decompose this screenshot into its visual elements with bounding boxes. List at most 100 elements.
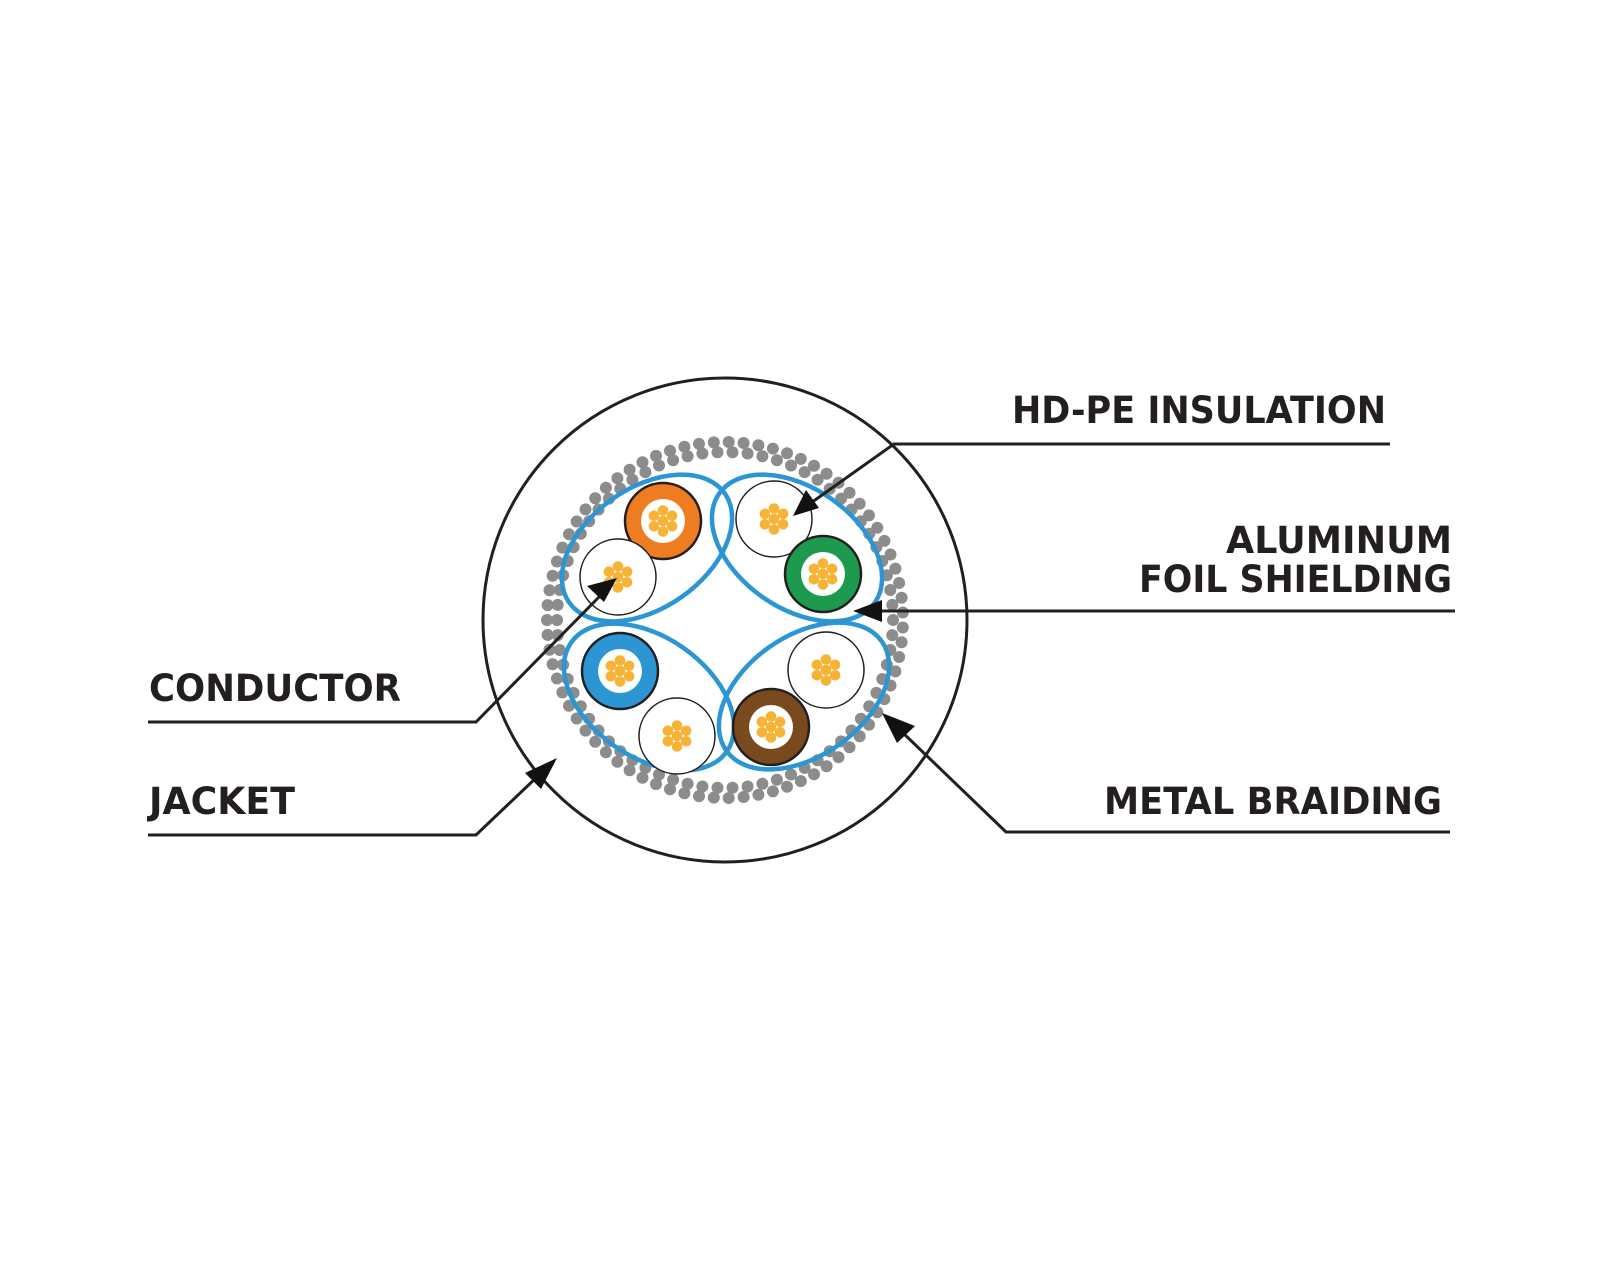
braid-strand-dot (611, 472, 624, 485)
copper-strand (759, 519, 771, 530)
braid-strand-dot (678, 787, 691, 800)
label-conductor: CONDUCTOR (149, 667, 401, 710)
braid-strand-dot (681, 777, 694, 790)
copper-strand (621, 566, 633, 578)
braid-strand-dot (550, 672, 563, 685)
braid-strand-dot (893, 651, 906, 663)
copper-strand (671, 720, 683, 731)
copper-strand (612, 561, 624, 572)
copper-strand (680, 736, 692, 747)
conductors (579, 480, 865, 775)
braid-strand-dot (543, 643, 556, 656)
braid-strand-dot (599, 746, 612, 759)
blue-insulated-conductor (580, 631, 660, 711)
braid-strand-dot (895, 591, 908, 604)
braid-strand-dot (886, 598, 899, 611)
label-aluminum-line2: FOIL SHIELDING (1139, 558, 1452, 601)
copper-strand (811, 659, 823, 671)
braid-strand-dot (667, 454, 680, 467)
braid-strand-dot (794, 775, 807, 788)
braid-strand-dot (579, 503, 592, 516)
braid-strand-dot (884, 548, 897, 561)
label-hdpe-insulation: HD-PE INSULATION (1012, 389, 1386, 432)
braid-strand-dot (722, 792, 735, 804)
copper-strand (808, 563, 820, 575)
braid-strand-dot (650, 778, 662, 791)
braid-strand-dot (664, 444, 676, 457)
braid-strand-dot (639, 466, 652, 479)
label-metal-braiding: METAL BRAIDING (1104, 780, 1442, 823)
braid-strand-dot (832, 751, 845, 764)
braid-strand-dot (808, 459, 820, 472)
braid-strand-dot (711, 781, 724, 794)
braid-strand-dot (589, 492, 602, 505)
braid-strand-dot (681, 450, 694, 463)
braid-strand-dot (550, 555, 563, 568)
braid-strand-dot (887, 614, 899, 626)
braid-strand-dot (541, 599, 554, 612)
braid-strand-dot (781, 780, 793, 793)
copper-strand (614, 665, 626, 677)
copper-strand (820, 664, 832, 676)
copper-strand (614, 655, 626, 666)
foil-shield-green-pair (709, 472, 885, 624)
braid-strand-dot (636, 771, 649, 784)
arrowhead-jacket (525, 758, 557, 789)
braid-strand-dot (737, 791, 750, 803)
copper-strand (605, 671, 617, 682)
copper-strand (623, 671, 635, 682)
copper-strand (657, 526, 669, 537)
copper-strand (648, 521, 660, 532)
white-insulated-conductor (638, 697, 716, 775)
braid-strand-dot (551, 629, 564, 642)
braid-strand-dot (711, 446, 724, 459)
braid-strand-dot (770, 773, 783, 786)
copper-strand (680, 725, 692, 737)
leader-jacket (148, 774, 540, 837)
green-insulated-conductor (783, 534, 863, 614)
braid-strand-dot (889, 562, 902, 575)
braid-strand-dot (756, 450, 769, 463)
braid-strand-dot (599, 481, 612, 494)
copper-strand (768, 513, 780, 525)
braid-strand-dot (546, 569, 559, 582)
arrowhead-metal-braiding (882, 713, 915, 743)
braid-strand-dot (752, 788, 765, 801)
copper-strand (603, 566, 615, 578)
braid-strand-dot (871, 521, 884, 534)
copper-strand (817, 568, 829, 580)
braid-strand-dot (678, 440, 691, 453)
braid-strand-dot (794, 452, 807, 465)
braid-strand-dot (878, 534, 891, 547)
arrowhead-aluminum-foil (853, 600, 882, 622)
copper-strand (774, 716, 786, 728)
copper-strand (777, 519, 789, 530)
braid-strand-dot (579, 724, 592, 737)
copper-strand (612, 582, 624, 593)
copper-strand (623, 660, 635, 672)
copper-strand (765, 732, 777, 743)
braid-strand-dot (664, 783, 676, 796)
brown-insulated-conductor (731, 687, 811, 767)
copper-strand (826, 563, 838, 575)
leader-conductor (148, 594, 602, 724)
braid-strand-dot (696, 780, 709, 793)
braid-strand-dot (766, 785, 779, 798)
braid-strand-dot (653, 459, 665, 472)
braid-strand-dot (741, 447, 754, 460)
label-jacket: JACKET (146, 780, 296, 823)
braid-strand-dot (843, 486, 856, 499)
braid-strand-dot (843, 741, 856, 754)
copper-strand (826, 574, 838, 585)
braid-strand-dot (741, 780, 754, 793)
braid-strand-dot (737, 437, 750, 449)
foil-shield-brown-pair (716, 620, 892, 772)
braid-strand-dot (551, 614, 563, 626)
copper-strand (768, 524, 780, 535)
braid-strand-dot (667, 773, 680, 786)
copper-strand (621, 577, 633, 588)
copper-strand (662, 736, 674, 747)
white-insulated-conductor (787, 631, 865, 709)
arrowheads (525, 490, 915, 789)
copper-strand (756, 727, 768, 738)
